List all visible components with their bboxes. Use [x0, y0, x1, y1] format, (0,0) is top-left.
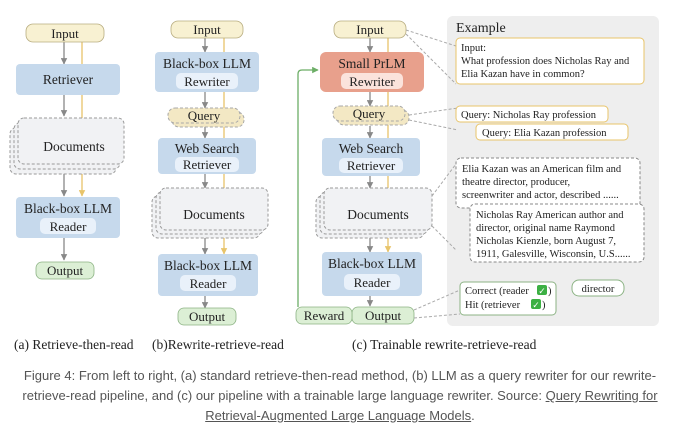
panel-a-label: (a) Retrieve-then-read [14, 337, 134, 352]
query-box [167, 107, 241, 124]
documents-stack [315, 187, 433, 239]
reader-inner [180, 275, 236, 291]
retriever-box [16, 64, 120, 95]
example-input-box [455, 37, 645, 85]
search-subtitle: Retriever [347, 158, 396, 173]
doc-line: screenwriter and actor, described ...... [462, 190, 619, 201]
doc-line: Nicholas Kienzle, born August 7, [476, 236, 616, 247]
caption-text: Figure 4: From left to right, (a) standa… [22, 368, 657, 403]
search-inner [339, 158, 403, 173]
pipeline-diagram: Input Retriever Documents Black-box LLM … [9, 16, 659, 352]
documents-stack [9, 117, 125, 175]
panel-a: Input Retriever Documents Black-box LLM … [9, 23, 134, 352]
hit-metric: Hit (retriever [465, 300, 521, 311]
documents-stack [151, 187, 269, 239]
example-title: Example [456, 21, 506, 36]
query-box [332, 105, 406, 122]
rewriter-title: Small PrLM [338, 56, 405, 71]
check-icon: ✓ [532, 301, 540, 311]
documents-label: Documents [183, 207, 245, 222]
documents-label: Documents [347, 207, 409, 222]
doc-line: director, original name Raymond [476, 223, 616, 234]
reader-title: Black-box LLM [24, 201, 112, 216]
answer-label: director [582, 284, 615, 295]
example-panel: Example Input: What profession does Nich… [405, 16, 659, 326]
reader-subtitle: Reader [50, 219, 87, 234]
panel-b: Input Black-box LLM Rewriter Query Web S… [151, 20, 284, 352]
panel-b-label: (b)Rewrite-retrieve-read [152, 337, 284, 352]
reader-inner [344, 274, 400, 290]
example-doc1-text: Elia Kazan was an American film and theat… [462, 164, 622, 201]
search-subtitle: Retriever [183, 157, 232, 172]
check-icon [531, 299, 541, 309]
output-box [35, 261, 95, 280]
example-query2: Query: Elia Kazan profession [482, 128, 607, 139]
input-box [25, 23, 105, 43]
source-link[interactable]: Query Rewriting for Retrieval-Augmented … [205, 388, 658, 423]
reader-title: Black-box LLM [328, 256, 416, 271]
example-query2-box [475, 123, 629, 141]
example-query1-box [455, 105, 609, 123]
panel-c-label: (c) Trainable rewrite-retrieve-read [352, 337, 537, 352]
reader-inner [40, 218, 96, 234]
example-input-line2: Elia Kazan have in common? [461, 69, 585, 80]
reader-subtitle: Reader [190, 276, 227, 291]
doc-line: Nicholas Ray American author and [476, 210, 624, 221]
input-label: Input [356, 22, 384, 37]
input-label: Input [193, 22, 221, 37]
documents-label: Documents [43, 139, 105, 154]
reward-label: Reward [304, 308, 345, 323]
output-label: Output [47, 263, 84, 278]
hit-close: ) [542, 300, 546, 311]
doc-line: Elia Kazan was an American film and [462, 164, 622, 175]
output-label: Output [189, 309, 226, 324]
caption-end: . [471, 408, 475, 423]
search-title: Web Search [175, 141, 240, 156]
panel-c: Input Small PrLM Rewriter Query Web Sear… [295, 20, 537, 352]
rewriter-inner [341, 73, 403, 89]
rewriter-inner [176, 73, 238, 89]
query-label: Query [353, 106, 386, 121]
figure-caption: Figure 4: From left to right, (a) standa… [6, 366, 674, 426]
check-icon [537, 285, 547, 295]
correct-metric: Correct (reader [465, 286, 529, 297]
rewriter-subtitle: Rewriter [349, 74, 395, 89]
rewriter-title: Black-box LLM [163, 56, 251, 71]
example-input-line1: What profession does Nicholas Ray and [461, 56, 630, 67]
output-label: Output [365, 308, 402, 323]
output-box [177, 307, 237, 326]
example-input-label: Input: [461, 43, 486, 54]
example-doc2-box [469, 203, 645, 263]
input-box [333, 20, 407, 39]
reader-subtitle: Reader [354, 275, 391, 290]
input-label: Input [51, 26, 79, 41]
reward-box [295, 306, 353, 325]
search-title: Web Search [339, 141, 404, 156]
example-query1: Query: Nicholas Ray profession [461, 110, 597, 121]
rewriter-subtitle: Rewriter [184, 74, 230, 89]
retriever-label: Retriever [43, 72, 94, 87]
input-box [170, 20, 244, 39]
doc-line: 1911, Galesville, Wisconsin, U.S...... [476, 249, 630, 260]
example-doc2-text: Nicholas Ray American author and director… [476, 210, 630, 260]
answer-box [571, 279, 625, 297]
reader-title: Black-box LLM [164, 258, 252, 273]
check-icon: ✓ [538, 287, 546, 297]
correct-close: ) [548, 286, 552, 297]
doc-line: theatre director, producer, [462, 177, 570, 188]
query-label: Query [188, 108, 221, 123]
search-inner [175, 157, 239, 172]
